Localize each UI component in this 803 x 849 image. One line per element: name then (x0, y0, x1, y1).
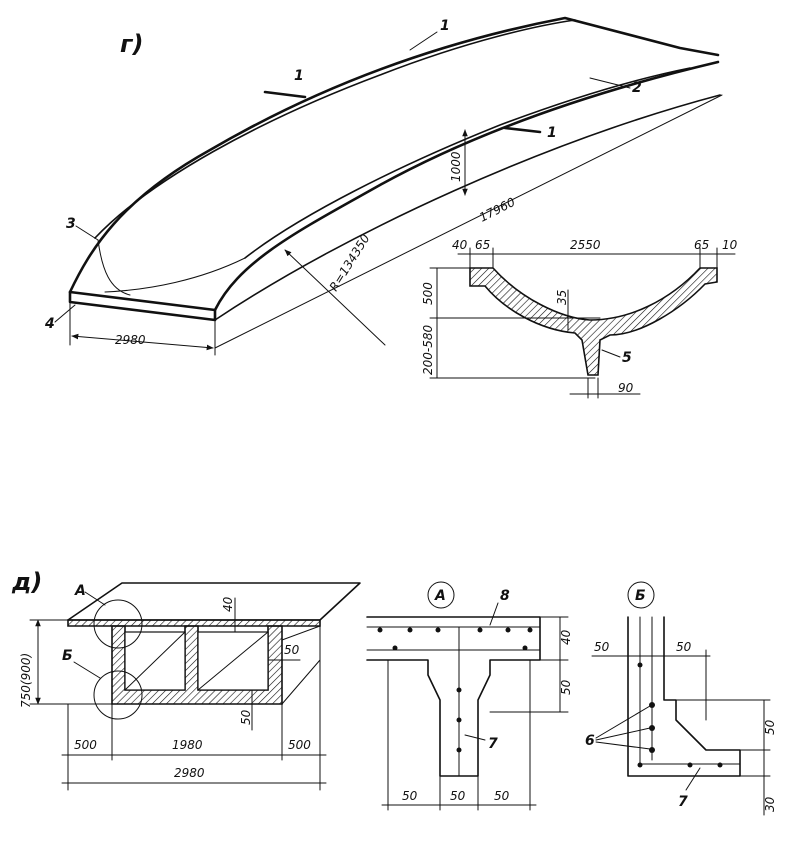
panel-d: д) А Б 40 50 50 750(900) (11, 568, 361, 791)
detail-b: Б 6 7 50 50 50 30 (585, 581, 777, 816)
sec-dim-2550: 2550 (570, 238, 601, 252)
dim-wall-low: 50 (239, 709, 253, 725)
cell-right-diagonal (197, 631, 269, 691)
length-dim: 17960 (477, 195, 518, 225)
callout-7b: 7 (678, 794, 688, 810)
callout-6-leader-3 (595, 741, 651, 750)
callout-4: 4 (44, 316, 55, 332)
detail-a-label: А (434, 588, 446, 604)
section-1-1: 40 65 2550 65 10 500 200-580 35 5 90 (421, 238, 738, 399)
dim-seg-mid: 1980 (172, 738, 203, 752)
detail-b-outline (627, 616, 741, 777)
sec-dim-35: 35 (555, 290, 569, 305)
detail-b-bars (637, 662, 723, 768)
sec-dim-65-right: 65 (694, 238, 709, 252)
callout-2: 2 (632, 80, 642, 96)
shell-outer-left-edge (68, 16, 720, 294)
callout-6-leader-1 (595, 705, 651, 739)
callout-5-leader (601, 349, 621, 358)
dim-total: 2980 (174, 766, 205, 780)
label-b-leader (73, 661, 101, 679)
callout-1c: 1 (547, 125, 557, 141)
box-side (281, 625, 321, 705)
detail-a-b1: 50 (402, 789, 418, 803)
callout-6-leader-2 (595, 727, 651, 741)
label-a: А (74, 583, 86, 599)
detail-b-label: Б (635, 588, 646, 604)
callout-1b: 1 (440, 18, 450, 34)
shell-inner-left-rim (94, 19, 576, 239)
dim-top-flange: 40 (221, 596, 235, 612)
section-shape (469, 267, 718, 376)
callout-7a-leader (464, 734, 486, 741)
callout-1a: 1 (294, 68, 304, 84)
detail-a-circle (93, 599, 143, 649)
end-diaphragm-curve (97, 239, 131, 296)
length-dim-line (214, 94, 723, 349)
panel-g: г) 1 1 1 2 3 4 1000 17960 (44, 16, 738, 399)
sec-dim-10: 10 (722, 238, 738, 252)
top-slab (67, 582, 361, 621)
label-b: Б (62, 648, 73, 664)
callout-4-leader (54, 304, 76, 323)
height-dim: 1000 (449, 151, 463, 182)
sec-dim-40: 40 (452, 238, 468, 252)
detail-a-dim-40: 40 (559, 629, 573, 645)
trough-end-curve (104, 257, 246, 293)
shell-inner-right-rim (244, 67, 691, 259)
callout-5: 5 (622, 350, 632, 366)
panel-g-letter: г) (120, 30, 144, 58)
detail-b-badge (627, 581, 655, 609)
section-mark-left (263, 90, 307, 99)
detail-a-dim-50: 50 (559, 679, 573, 695)
callout-3-leader (75, 225, 99, 241)
sec-dim-500: 500 (421, 282, 435, 305)
sec-dim-65-left: 65 (475, 238, 490, 252)
detail-a-b2: 50 (450, 789, 466, 803)
detail-a: А 8 7 40 50 50 50 50 (366, 581, 573, 811)
dim-seg-left: 500 (74, 738, 97, 752)
label-a-leader (84, 591, 106, 606)
bottom-rib-line (214, 94, 721, 321)
detail-a-outline (366, 616, 541, 777)
sec-dim-200-580: 200-580 (421, 324, 435, 375)
callout-8: 8 (500, 588, 510, 604)
dim-wall: 50 (284, 643, 300, 657)
detail-b-r2: 30 (763, 796, 777, 812)
callout-6: 6 (585, 733, 595, 749)
detail-b-t1: 50 (594, 640, 610, 654)
callout-8-leader (489, 602, 499, 626)
section-mark-right (503, 126, 542, 134)
detail-b-circle (93, 670, 143, 720)
detail-a-b3: 50 (494, 789, 510, 803)
dim-height-d: 750(900) (19, 653, 33, 708)
shell-outer-right-edge (213, 60, 720, 312)
detail-a-bars (377, 627, 533, 753)
cell-left-diagonal (124, 631, 186, 691)
panel-d-letter: д) (11, 568, 42, 596)
sec-dim-90: 90 (618, 381, 634, 395)
callout-1b-leader (409, 31, 438, 51)
callout-3: 3 (66, 216, 76, 232)
radius-leader (284, 249, 386, 346)
end-slab (68, 290, 217, 322)
dim-seg-right: 500 (288, 738, 311, 752)
width-dim: 2980 (115, 333, 146, 347)
detail-b-t2: 50 (676, 640, 692, 654)
detail-b-r1: 50 (763, 719, 777, 735)
callout-2-leader (589, 77, 631, 89)
callout-7a: 7 (488, 736, 498, 752)
width-dim-line (71, 333, 214, 351)
top-slab-section (67, 619, 321, 627)
detail-a-badge (427, 581, 455, 609)
callout-7b-leader (685, 767, 701, 791)
